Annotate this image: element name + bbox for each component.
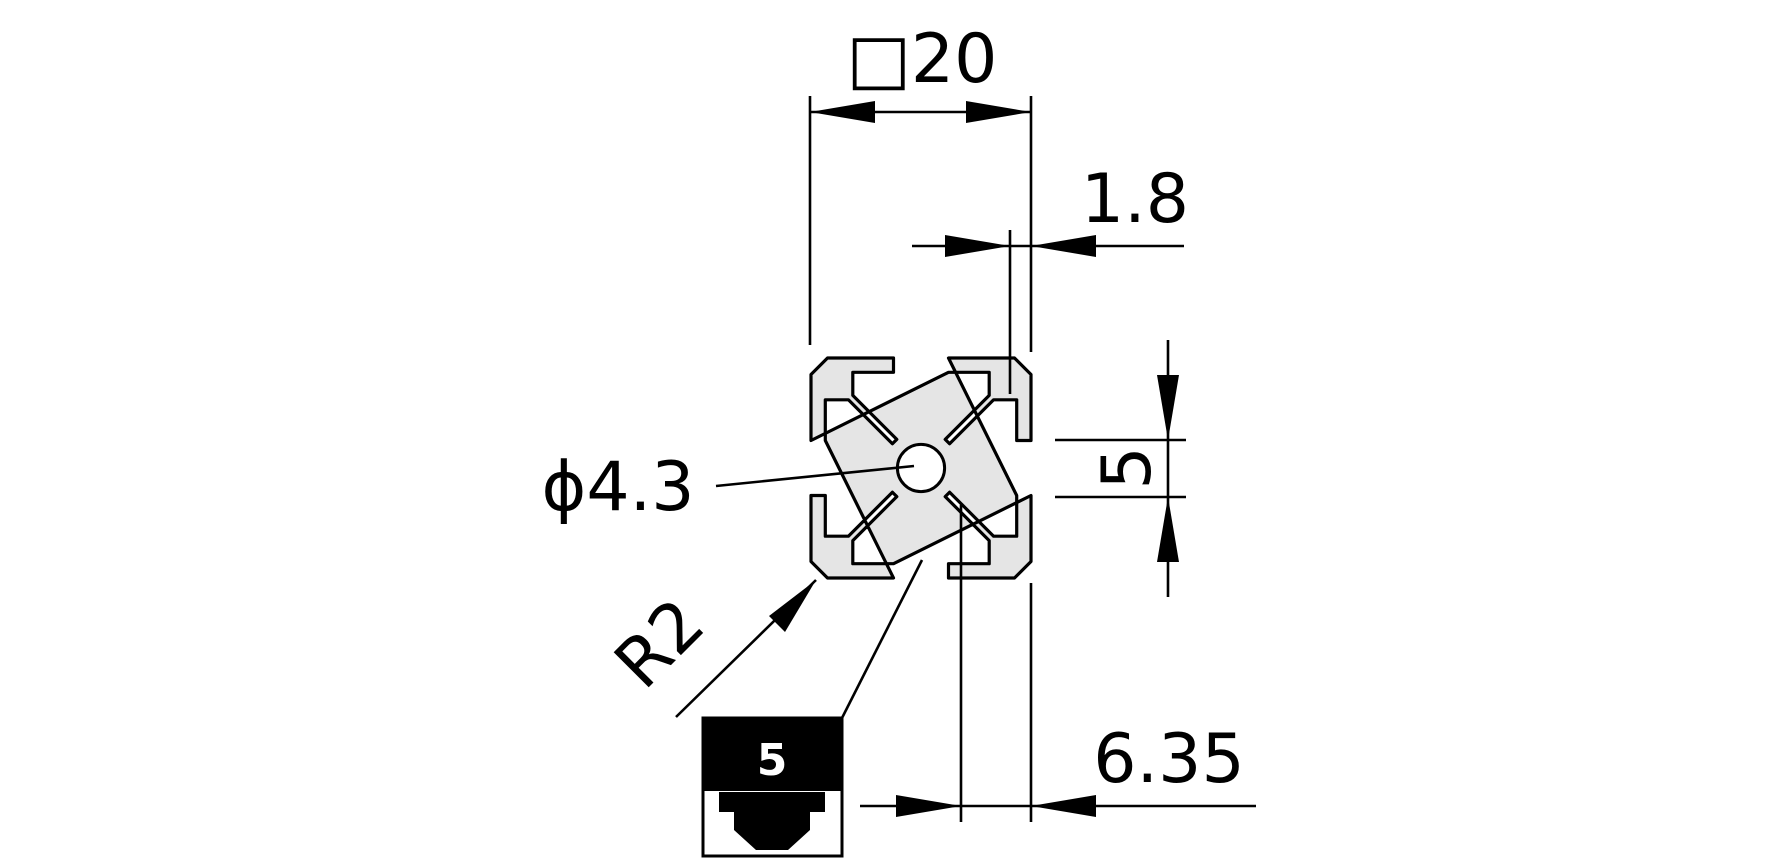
t-slot-icon — [719, 792, 825, 850]
bore-label: ϕ4.3 — [542, 448, 695, 527]
offset-label: 6.35 — [1093, 720, 1244, 799]
slot-badge-label: 5 — [757, 735, 788, 786]
wall-dimension: 1.8 — [912, 160, 1189, 394]
arrow-radius — [769, 580, 816, 632]
slot-badge: 5 — [701, 559, 924, 858]
radius-label: R2 — [600, 584, 720, 704]
slot-label: 5 — [1088, 446, 1167, 489]
arrow-slot-top — [1157, 375, 1179, 440]
offset-dimension: 6.35 — [860, 505, 1256, 822]
bore-dimension: ϕ4.3 — [542, 448, 915, 527]
arrow-right — [966, 101, 1031, 123]
radius-dimension: R2 — [600, 579, 817, 718]
arrow-offset-left — [896, 795, 961, 817]
arrow-left — [810, 101, 875, 123]
arrow-wall-right — [1031, 235, 1096, 257]
arrow-offset-right — [1031, 795, 1096, 817]
profile-body — [809, 356, 1033, 580]
arrow-slot-bottom — [1157, 497, 1179, 562]
slot-dimension: 5 — [1055, 340, 1186, 597]
width-dimension: □20 — [808, 20, 1033, 352]
width-label: □20 — [847, 20, 998, 99]
arrow-wall-left — [945, 235, 1010, 257]
wall-label: 1.8 — [1081, 160, 1189, 239]
